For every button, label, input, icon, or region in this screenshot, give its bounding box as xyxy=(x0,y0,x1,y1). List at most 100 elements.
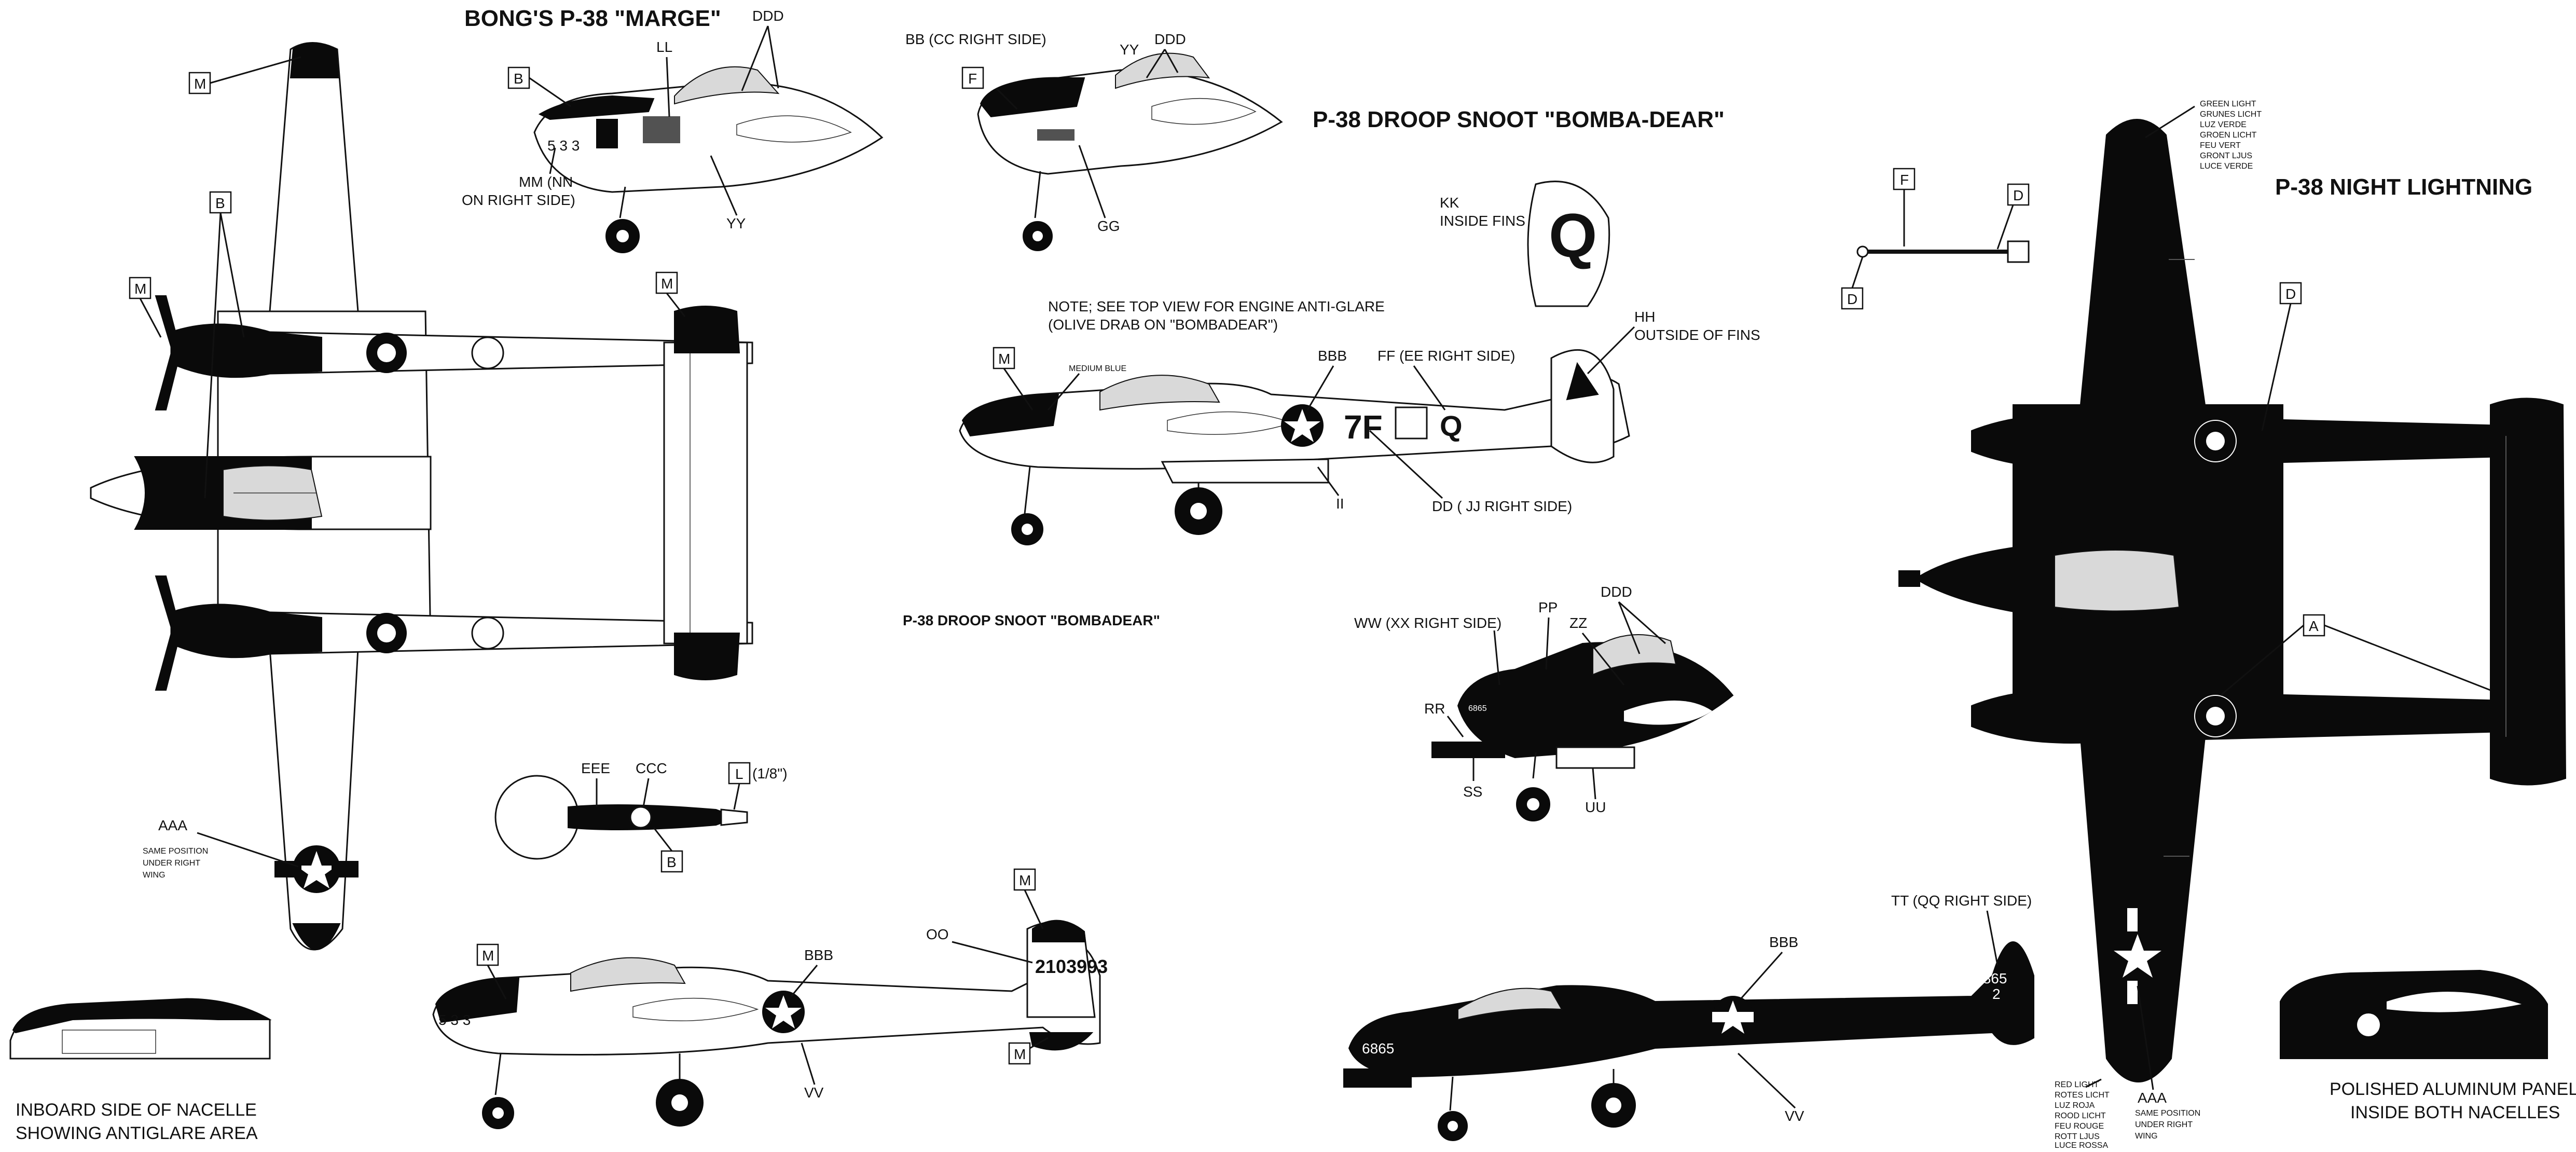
side-view-night-full: 426865 2 6865 TT (QQ RIGHT SIDE) BBB VV xyxy=(1343,893,2034,1141)
label-vv-marge: VV xyxy=(804,1085,824,1101)
label-ddd-night: DDD xyxy=(1601,584,1632,600)
antenna-detail: F D D xyxy=(1841,168,2030,310)
marking-nose-6865-detail: 6865 xyxy=(1468,704,1487,713)
label-oo: OO xyxy=(926,926,949,942)
callout-b-spinner-label: B xyxy=(667,854,677,870)
red-light-legend: RED LIGHT ROTES LICHT LUZ ROJA ROOD LICH… xyxy=(2055,1080,2110,1150)
title-p38-night-lightning: P-38 NIGHT LIGHTNING xyxy=(2275,174,2532,200)
inboard-nacelle-detail: INBOARD SIDE OF NACELLE SHOWING ANTIGLAR… xyxy=(9,998,272,1143)
label-same-position-2: UNDER RIGHT xyxy=(143,859,200,868)
side-view-droop-snoot-nose: BB (CC RIGHT SIDE) F YY DDD GG xyxy=(905,31,1283,251)
marking-nose-533-full: 5 3 3 xyxy=(438,1012,471,1028)
callout-b-marge-label: B xyxy=(514,71,524,87)
label-same-position-3: WING xyxy=(143,871,166,880)
red-light-6: LUCE ROSSA xyxy=(2055,1141,2108,1149)
red-light-2: LUZ ROJA xyxy=(2055,1101,2095,1110)
callout-f-label: F xyxy=(968,71,977,87)
note-engine-anti-glare: NOTE; SEE TOP VIEW FOR ENGINE ANTI-GLARE xyxy=(1048,298,1385,314)
callout-l-label: L xyxy=(735,766,743,782)
callout-box-b-spinner xyxy=(660,850,683,873)
label-hh: HH xyxy=(1634,309,1655,325)
callout-box-m2 xyxy=(129,277,151,299)
callout-f-antenna-label: F xyxy=(1900,172,1909,188)
green-light-legend: GREEN LIGHT GRUNES LICHT LUZ VERDE GROEN… xyxy=(2200,100,2262,171)
top-view-callouts: M B M M AAA SAME POSITION UNDER RIGHT WI… xyxy=(129,56,686,880)
callout-box-f xyxy=(961,66,984,89)
label-ddd-marge: DDD xyxy=(752,8,784,24)
callout-box-m-fin-top xyxy=(1013,868,1036,891)
callout-m-fin-top-label: M xyxy=(1019,872,1031,888)
marking-fin-q: Q xyxy=(1549,201,1597,270)
callout-m3-label: M xyxy=(661,276,673,292)
label-yy-marge: YY xyxy=(726,215,746,231)
label-yy-droop: YY xyxy=(1120,42,1139,58)
callout-box-m3 xyxy=(655,271,678,294)
label-aaa-night: AAA xyxy=(2138,1090,2167,1106)
marking-fin-2: 2 xyxy=(1992,986,2001,1002)
label-l-scale: (1/8") xyxy=(752,765,788,781)
marking-boom-q: Q xyxy=(1440,409,1463,442)
label-vv-night: VV xyxy=(1785,1108,1804,1124)
label-medium-blue: MEDIUM BLUE xyxy=(1069,364,1126,373)
label-zz: ZZ xyxy=(1569,615,1587,631)
green-light-5: GRONT LJUS xyxy=(2200,152,2252,160)
callout-box-b-marge xyxy=(507,66,530,89)
callout-box-m-fin-bottom xyxy=(1008,1042,1031,1065)
label-rr: RR xyxy=(1424,701,1445,717)
top-view-night-lightning: P-38 NIGHT LIGHTNING xyxy=(1898,119,2567,1082)
green-light-1: GRUNES LICHT xyxy=(2200,110,2262,119)
green-light-4: FEU VERT xyxy=(2200,141,2241,150)
callout-box-m-droop xyxy=(993,347,1015,369)
night-top-callouts: D A GREEN LIGHT GRUNES LICHT LUZ VERDE G… xyxy=(2055,100,2491,1150)
title-droop-snoot-bomba-dear: P-38 DROOP SNOOT "BOMBA-DEAR" xyxy=(1313,107,1725,132)
label-ccc: CCC xyxy=(636,760,667,776)
callout-m-fin-bottom-label: M xyxy=(1014,1046,1026,1062)
red-light-3: ROOD LICHT xyxy=(2055,1112,2106,1120)
label-ll: LL xyxy=(656,39,672,55)
green-light-3: GROEN LICHT xyxy=(2200,131,2257,140)
marking-nose-533: 5 3 3 xyxy=(547,138,580,154)
callout-d-antenna-label: D xyxy=(2013,187,2023,203)
note-olive-drab: (OLIVE DRAB ON "BOMBADEAR") xyxy=(1048,317,1278,333)
top-view-marge xyxy=(90,42,753,951)
label-bbb-droop: BBB xyxy=(1318,348,1347,364)
label-dd-jj: DD ( JJ RIGHT SIDE) xyxy=(1432,498,1572,514)
label-bbb-marge: BBB xyxy=(804,947,833,963)
label-ss: SS xyxy=(1463,784,1482,800)
label-ff-ee: FF (EE RIGHT SIDE) xyxy=(1377,348,1516,364)
label-bbb-night: BBB xyxy=(1769,934,1798,950)
fin-kk-view: KK INSIDE FINS Q xyxy=(1440,181,1610,307)
callout-b-label: B xyxy=(215,195,225,211)
label-eee: EEE xyxy=(581,760,610,776)
side-view-marge-nose: BONG'S P-38 "MARGE" 5 3 3 DDD LL B MM (N… xyxy=(462,6,884,253)
title-droop-snoot-bombadear: P-38 DROOP SNOOT "BOMBADEAR" xyxy=(903,612,1160,628)
label-night-same-1: SAME POSITION xyxy=(2135,1109,2200,1118)
marking-serial-2103993: 2103993 xyxy=(1035,956,1108,977)
side-view-marge-full: 2103993 5 3 3 M BBB OO M M VV xyxy=(432,868,1108,1129)
label-tt-qq: TT (QQ RIGHT SIDE) xyxy=(1891,893,2032,909)
label-ddd-droop: DDD xyxy=(1154,31,1186,47)
green-light-0: GREEN LIGHT xyxy=(2200,100,2256,108)
callout-m2-label: M xyxy=(134,281,146,297)
callout-box-b xyxy=(209,191,232,214)
label-gg: GG xyxy=(1097,218,1120,234)
side-view-night-nose: 6865 WW (XX RIGHT SIDE) PP ZZ DDD RR SS … xyxy=(1354,584,1734,821)
label-hh-outside-fins: OUTSIDE OF FINS xyxy=(1634,327,1760,343)
callout-d-night-label: D xyxy=(2285,286,2296,302)
red-light-5: ROTT LJUS xyxy=(2055,1132,2100,1141)
red-light-4: FEU ROUGE xyxy=(2055,1122,2104,1131)
callout-m-marge-full-label: M xyxy=(482,948,494,964)
side-view-droop-snoot-full: NOTE; SEE TOP VIEW FOR ENGINE ANTI-GLARE… xyxy=(959,298,1760,545)
caption-polished-aluminum-panel: POLISHED ALUMINUM PANEL xyxy=(2330,1079,2576,1099)
label-same-position-1: SAME POSITION xyxy=(143,847,208,856)
red-light-1: ROTES LICHT xyxy=(2055,1091,2110,1100)
label-mm: MM (NN xyxy=(519,174,573,190)
callout-a-night-label: A xyxy=(2309,618,2319,634)
label-ii: II xyxy=(1336,496,1344,512)
caption-antiglare-area: SHOWING ANTIGLARE AREA xyxy=(16,1123,258,1143)
green-light-2: LUZ VERDE xyxy=(2200,120,2247,129)
callout-box-a-night xyxy=(2303,614,2325,637)
callout-d-antenna-2-label: D xyxy=(1847,291,1857,307)
callout-box-l xyxy=(728,762,751,785)
